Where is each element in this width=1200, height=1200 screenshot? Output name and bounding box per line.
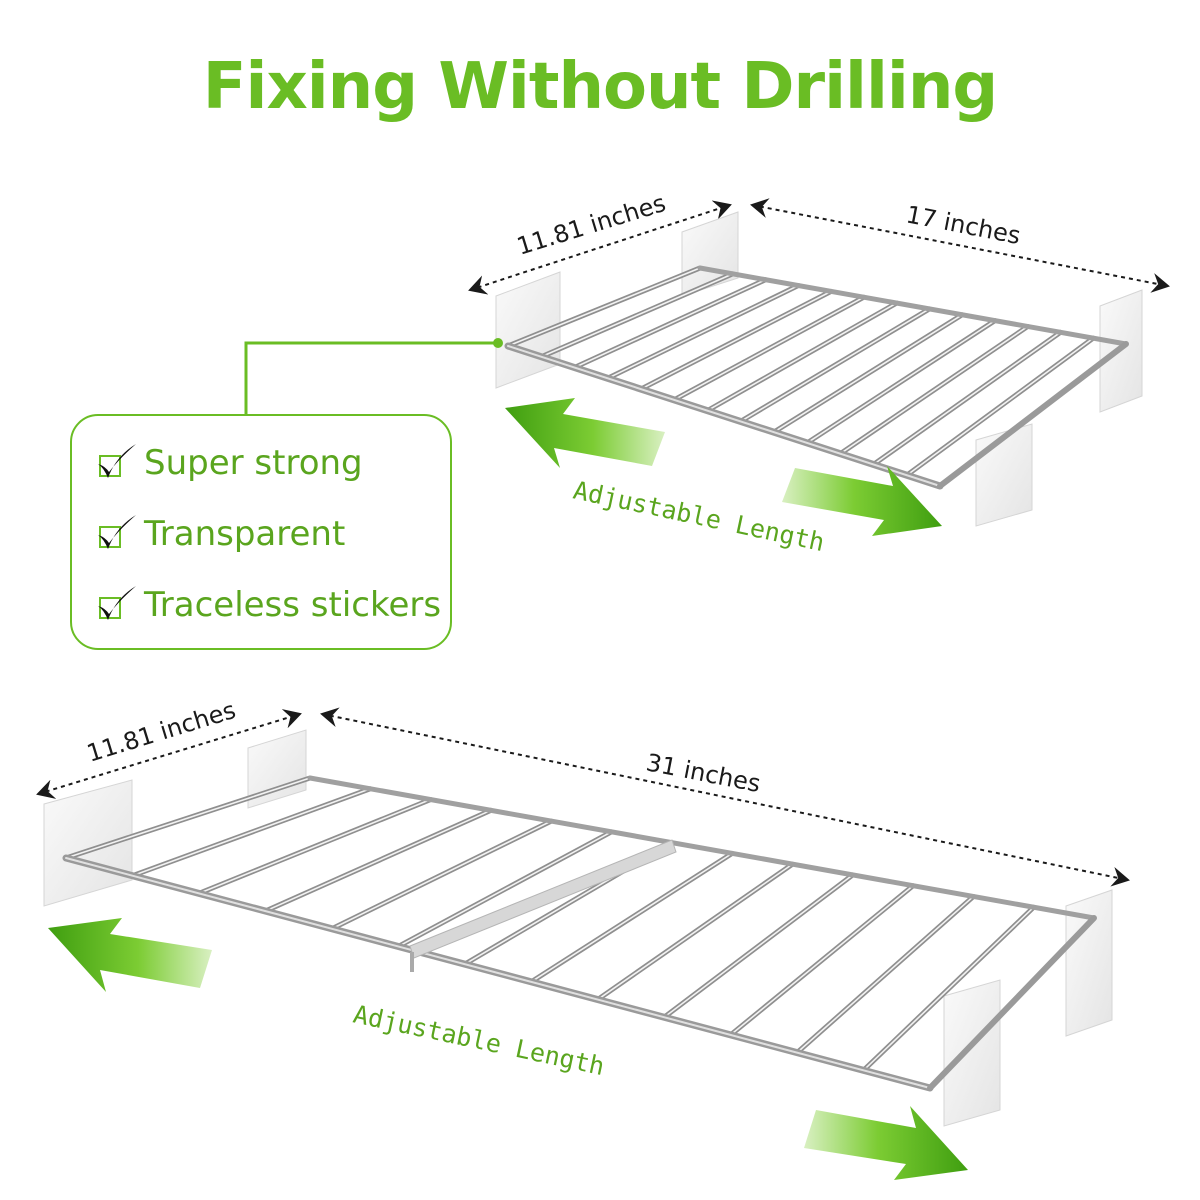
feature-transparent: Transparent xyxy=(94,509,345,559)
checkbox-check-icon xyxy=(98,586,136,620)
left-arrow-icon xyxy=(48,918,212,992)
rack-rod xyxy=(331,820,553,930)
top-length-dimension-arrow xyxy=(750,198,1170,293)
rack-rod xyxy=(606,284,800,380)
top-rack-rods xyxy=(505,265,1129,489)
top-depth-dimension-arrow xyxy=(468,200,732,295)
rack-rod xyxy=(839,325,1029,455)
adhesive-pad xyxy=(1065,889,1113,1037)
rack-rod xyxy=(131,787,372,877)
rack-rod xyxy=(264,809,492,912)
rack-rod xyxy=(540,273,734,358)
right-arrow-icon xyxy=(804,1106,968,1180)
feature-label: Traceless stickers xyxy=(144,585,442,625)
rack-rod xyxy=(573,278,767,369)
rack-rod xyxy=(706,302,898,412)
rack-rod xyxy=(739,308,931,423)
rack-rod xyxy=(796,895,975,1054)
connector-dot xyxy=(493,338,503,348)
rack-rod xyxy=(198,798,432,895)
rack-rod xyxy=(862,906,1035,1072)
adhesive-pad xyxy=(43,779,133,907)
top-shelf: 11.81 inches 17 inches Adjustable Length xyxy=(468,189,1170,557)
right-arrow-icon xyxy=(782,466,942,536)
adhesive-pad xyxy=(247,729,307,809)
rack-rod xyxy=(872,331,1062,466)
rack-rod xyxy=(65,777,311,859)
checkbox-check-icon xyxy=(98,444,136,478)
bottom-depth-dimension-arrow xyxy=(36,709,302,799)
connector-line xyxy=(244,341,496,414)
rack-rod xyxy=(507,267,701,347)
top-length-label: 17 inches xyxy=(904,200,1023,250)
bottom-length-dimension-arrow xyxy=(320,707,1130,887)
bottom-adjustable-label: Adjustable Length xyxy=(351,1000,607,1082)
rack-rod xyxy=(773,313,963,433)
rack-rod xyxy=(530,852,733,983)
feature-super-strong: Super strong xyxy=(94,438,363,488)
rack-rod xyxy=(729,884,914,1036)
top-depth-label: 11.81 inches xyxy=(514,189,669,261)
feature-box: Super strong Transparent Traceless stick… xyxy=(70,414,452,650)
feature-label: Super strong xyxy=(144,443,363,483)
page-title: Fixing Without Drilling xyxy=(202,50,998,124)
rack-rod xyxy=(640,290,832,390)
feature-traceless-stickers: Traceless stickers xyxy=(94,580,441,630)
left-arrow-icon xyxy=(505,398,665,468)
rack-rod xyxy=(397,831,613,948)
adhesive-pad xyxy=(943,979,1001,1127)
bottom-shelf: 11.81 inches 31 inches Adjustable Length xyxy=(36,696,1130,1180)
rack-rod xyxy=(806,319,996,444)
rack-rod xyxy=(673,296,865,401)
checkbox-check-icon xyxy=(98,515,136,549)
feature-label: Transparent xyxy=(144,514,346,554)
rack-rod xyxy=(596,863,794,1001)
rack-rod xyxy=(905,337,1095,477)
bottom-length-label: 31 inches xyxy=(644,748,763,798)
rack-rod xyxy=(663,874,854,1019)
